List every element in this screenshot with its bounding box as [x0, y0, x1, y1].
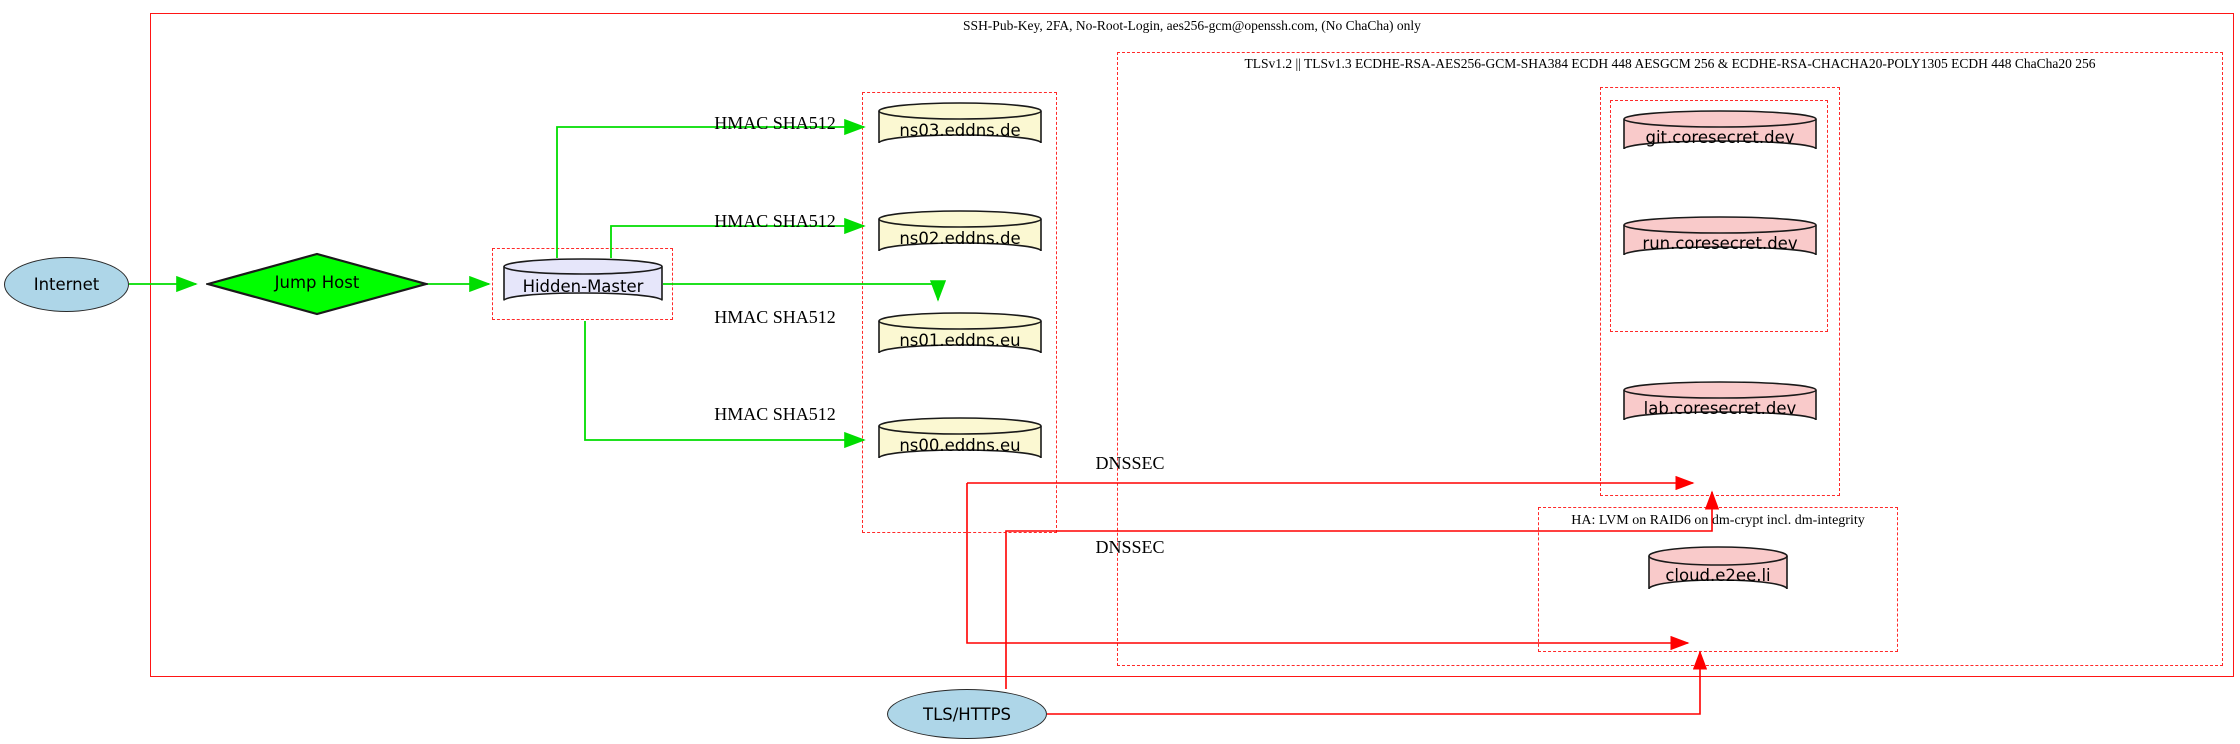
node-lab-label: lab.coresecret.dev: [1643, 399, 1797, 418]
node-run: run.coresecret.dev: [1623, 216, 1817, 265]
node-ns00: ns00.eddns.eu: [878, 417, 1042, 467]
node-ns00-label: ns00.eddns.eu: [899, 435, 1021, 455]
node-cloud-label: cloud.e2ee.li: [1665, 566, 1771, 585]
node-ns01-label: ns01.eddns.eu: [899, 330, 1021, 350]
node-hidden-master-label: Hidden-Master: [522, 277, 644, 296]
cluster-coresecret-outer: [1600, 87, 1840, 496]
edge-label-hmac-ns02: HMAC SHA512: [714, 211, 836, 231]
edge-label-dnssec-1: DNSSEC: [1095, 453, 1165, 473]
node-ns02-label: ns02.eddns.de: [899, 228, 1021, 248]
run-cylinder-shape: [1623, 216, 1817, 256]
edge-label-dnssec-2: DNSSEC: [1095, 537, 1165, 557]
git-cylinder-shape: [1623, 110, 1817, 150]
node-tls-https: TLS/HTTPS: [887, 689, 1047, 739]
node-jump-host: Jump Host: [203, 252, 431, 316]
node-tls-https-label: TLS/HTTPS: [922, 704, 1011, 724]
node-git-label: git.coresecret.dev: [1645, 128, 1795, 147]
cluster-ssh-label: SSH-Pub-Key, 2FA, No-Root-Login, aes256-…: [963, 18, 1421, 33]
node-ns02: ns02.eddns.de: [878, 210, 1042, 260]
node-hidden-master: Hidden-Master: [503, 258, 663, 309]
cluster-dns-servers: [862, 92, 1057, 533]
edge-label-hmac-ns03: HMAC SHA512: [714, 113, 836, 133]
jump-host-diamond-shape: [203, 252, 431, 316]
cluster-ha-label: HA: LVM on RAID6 on dm-crypt incl. dm-in…: [1571, 513, 1865, 528]
ns02-cylinder-shape: [878, 210, 1042, 252]
node-git: git.coresecret.dev: [1623, 110, 1817, 159]
lab-cylinder-shape: [1623, 381, 1817, 421]
node-ns01: ns01.eddns.eu: [878, 312, 1042, 362]
edge-label-hmac-ns01: HMAC SHA512: [714, 307, 836, 327]
ns03-cylinder-shape: [878, 102, 1042, 144]
node-ns03-label: ns03.eddns.de: [899, 120, 1021, 140]
ns00-cylinder-shape: [878, 417, 1042, 459]
cluster-tls-label: TLSv1.2 || TLSv1.3 ECDHE-RSA-AES256-GCM-…: [1244, 56, 2096, 71]
node-internet-label: Internet: [33, 275, 100, 294]
node-internet: Internet: [4, 257, 129, 312]
node-cloud: cloud.e2ee.li: [1648, 546, 1788, 599]
node-lab: lab.coresecret.dev: [1623, 381, 1817, 430]
node-jump-host-label: Jump Host: [274, 273, 360, 292]
ns01-cylinder-shape: [878, 312, 1042, 354]
cluster-coresecret-inner: [1610, 100, 1828, 332]
edge-label-hmac-ns00: HMAC SHA512: [714, 404, 836, 424]
node-ns03: ns03.eddns.de: [878, 102, 1042, 152]
hidden-master-cylinder-shape: [503, 258, 663, 301]
node-run-label: run.coresecret.dev: [1642, 234, 1798, 253]
